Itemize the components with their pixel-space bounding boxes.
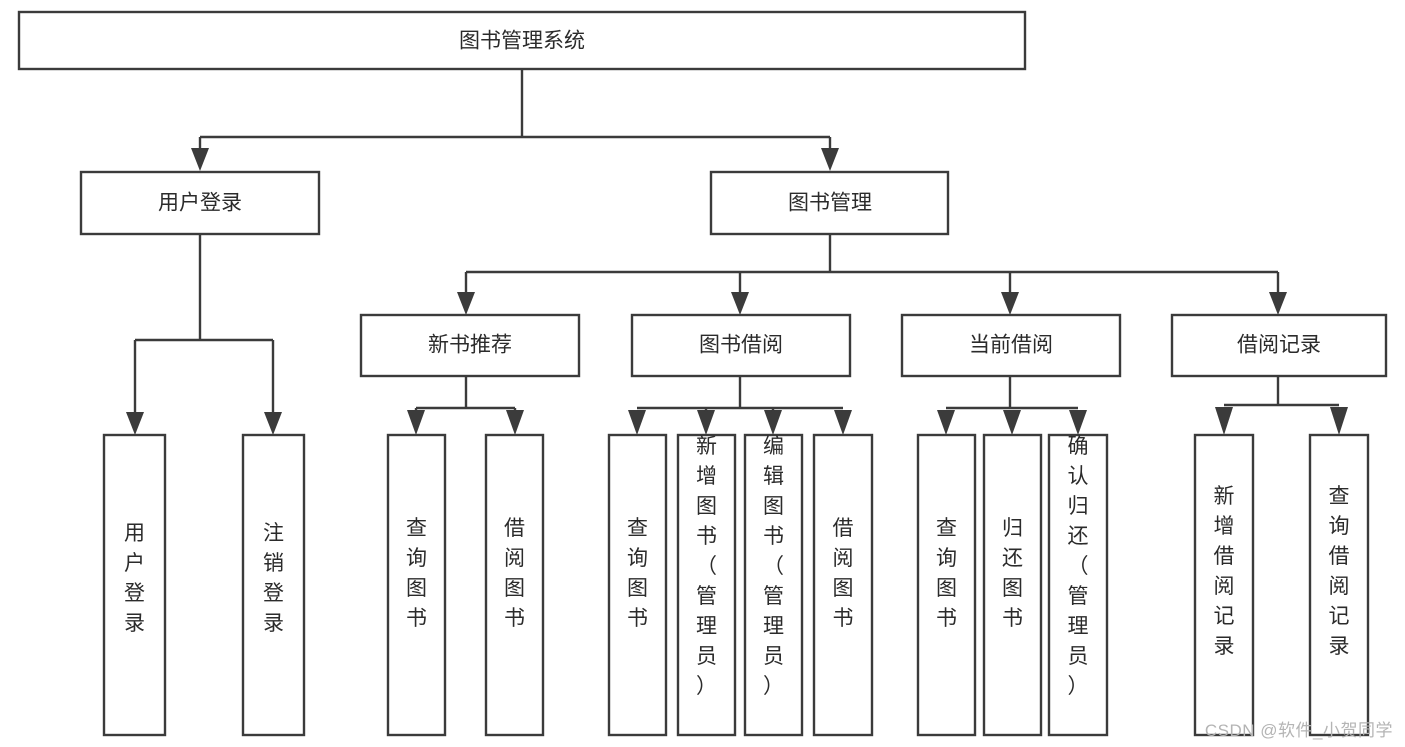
arrow-head-icon [1003,410,1021,435]
node-box-book-management[interactable] [709,170,950,236]
node-label-user-login: 用户登录 [158,192,242,215]
node-label-borrow-record: 借阅记录 [1237,334,1321,357]
node-box-leaf[interactable] [916,433,977,737]
node-label-leaf: 编辑图书（管理员） [763,435,784,698]
node-label-leaf: 查询借阅记录 [1329,485,1350,658]
node-box-leaf[interactable] [982,433,1043,737]
node-box-leaf[interactable] [484,433,545,737]
node-leaf[interactable]: 查询图书 [386,433,447,737]
arrow-head-icon [628,410,646,435]
arrow-head-icon [764,410,782,435]
node-leaf[interactable]: 查询图书 [607,433,668,737]
node-label-leaf: 查询图书 [627,517,648,630]
node-box-new-book-recommend[interactable] [359,313,581,378]
node-label-root: 图书管理系统 [459,30,585,53]
arrow-head-icon [506,410,524,435]
node-label-leaf: 归还图书 [1002,517,1023,630]
node-label-leaf: 注销登录 [263,522,284,635]
arrow-head-icon [1330,407,1348,435]
node-leaf[interactable]: 查询借阅记录 [1308,433,1370,737]
arrow-head-icon [1069,410,1087,435]
arrow-head-icon [1215,407,1233,435]
arrow-head-icon [937,410,955,435]
node-leaf[interactable]: 用户登录 [102,433,167,737]
arrow-head-icon [1269,292,1287,315]
node-box-leaf[interactable] [1308,433,1370,737]
arrow-head-icon [126,412,144,435]
node-label-leaf: 查询图书 [406,517,427,630]
node-box-user-login[interactable] [79,170,321,236]
node-label-book-management: 图书管理 [788,192,872,215]
node-box-leaf[interactable] [676,433,737,737]
node-label-leaf: 查询图书 [936,517,957,630]
node-book-management[interactable]: 图书管理 [709,170,950,236]
node-label-leaf: 新增借阅记录 [1214,485,1235,658]
node-box-leaf[interactable] [241,433,306,737]
node-leaf[interactable]: 注销登录 [241,433,306,737]
arrow-head-icon [1001,292,1019,315]
node-label-leaf: 确认归还（管理员） [1068,435,1089,698]
node-leaf[interactable]: 确认归还（管理员） [1047,433,1109,737]
node-current-borrow[interactable]: 当前借阅 [900,313,1122,378]
arrow-head-icon [731,292,749,315]
node-label-new-book-recommend: 新书推荐 [428,334,512,357]
node-leaf[interactable]: 新增图书（管理员） [676,433,737,737]
arrow-head-icon [821,148,839,171]
node-leaf[interactable]: 查询图书 [916,433,977,737]
node-label-leaf: 借阅图书 [833,517,854,630]
node-label-leaf: 新增图书（管理员） [696,435,717,698]
node-new-book-recommend[interactable]: 新书推荐 [359,313,581,378]
node-box-leaf[interactable] [1193,433,1255,737]
arrow-head-icon [407,410,425,435]
connector-layer [126,69,1348,435]
node-book-borrow[interactable]: 图书借阅 [630,313,852,378]
arrow-head-icon [191,148,209,171]
node-leaf[interactable]: 编辑图书（管理员） [743,433,804,737]
arrow-head-icon [457,292,475,315]
node-leaf[interactable]: 归还图书 [982,433,1043,737]
node-box-leaf[interactable] [812,433,874,737]
node-box-leaf[interactable] [1047,433,1109,737]
node-box-leaf[interactable] [607,433,668,737]
node-box-leaf[interactable] [102,433,167,737]
node-user-login[interactable]: 用户登录 [79,170,321,236]
node-box-leaf[interactable] [386,433,447,737]
node-borrow-record[interactable]: 借阅记录 [1170,313,1388,378]
node-leaf[interactable]: 新增借阅记录 [1193,433,1255,737]
arrow-head-icon [264,412,282,435]
node-box-leaf[interactable] [743,433,804,737]
node-label-book-borrow: 图书借阅 [699,334,783,357]
node-box-current-borrow[interactable] [900,313,1122,378]
node-box-root[interactable] [17,10,1027,71]
node-leaf[interactable]: 借阅图书 [484,433,545,737]
node-leaf[interactable]: 借阅图书 [812,433,874,737]
node-layer: 图书管理系统 用户登录 图书管理 新书推荐 图书借阅 当前 [17,10,1388,737]
arrow-head-icon [697,410,715,435]
node-box-book-borrow[interactable] [630,313,852,378]
node-box-borrow-record[interactable] [1170,313,1388,378]
node-label-leaf: 借阅图书 [504,517,525,630]
node-root[interactable]: 图书管理系统 [17,10,1027,71]
node-label-current-borrow: 当前借阅 [969,334,1053,357]
arrow-head-icon [834,410,852,435]
node-label-leaf: 用户登录 [124,522,145,635]
